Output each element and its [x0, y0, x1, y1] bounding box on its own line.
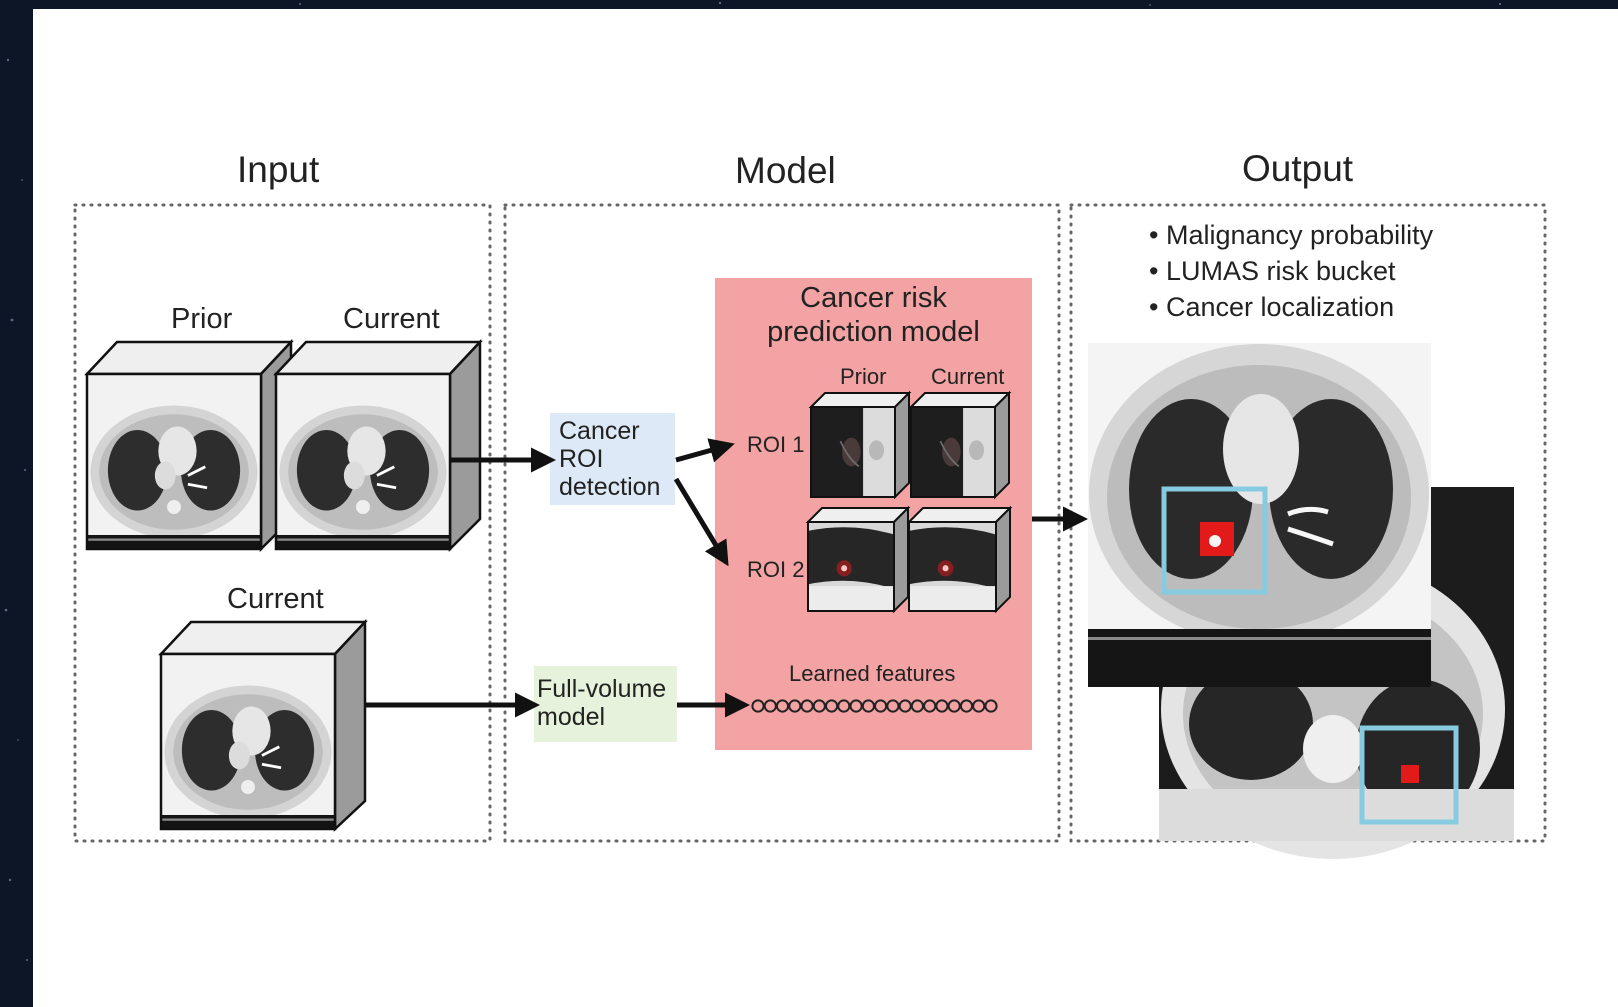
model-section-frame: [503, 203, 1061, 843]
roi-detection-label: Cancer ROI detection: [559, 417, 660, 501]
output-bullet-2: • LUMAS risk bucket: [1149, 256, 1396, 286]
learned-feature-node: [984, 699, 998, 713]
output-section-title: Output: [1242, 148, 1354, 189]
full-volume-line2: model: [537, 703, 606, 731]
full-volume-box: [534, 666, 677, 742]
roi1-label: ROI 1: [747, 432, 805, 457]
risk-model-title: Cancer risk prediction model: [715, 281, 1032, 349]
diagram-card: Input Model Output Prior Current Current…: [33, 9, 1618, 1007]
roi1-prior-cube: [808, 390, 912, 500]
arrow-roi-to-roi2: [673, 477, 729, 567]
roi2-current-cube: [906, 505, 1013, 614]
learned-feature-node: [788, 699, 802, 713]
learned-feature-node: [874, 699, 888, 713]
output-bullet-3: • Cancer localization: [1149, 292, 1395, 322]
output-ct-upper: [1088, 343, 1431, 687]
roi-detection-box: [550, 413, 675, 505]
learned-features-chain: [751, 699, 998, 713]
learned-feature-node: [972, 699, 986, 713]
input-section-frame: [73, 203, 492, 843]
learned-feature-node: [886, 699, 900, 713]
roi-detection-line3: detection: [559, 473, 661, 501]
roi-current-label: Current: [931, 364, 1005, 389]
full-volume-line1: Full-volume: [537, 675, 667, 703]
output-bullet-list: • Malignancy probability • LUMAS risk bu…: [1149, 217, 1433, 325]
output-bullet-2-text: LUMAS risk bucket: [1165, 256, 1396, 286]
output-bullet-3-text: Cancer localization: [1165, 292, 1395, 322]
roi-detection-line2: ROI: [559, 445, 604, 473]
learned-feature-node: [751, 699, 765, 713]
pipeline-diagram: [73, 203, 1547, 859]
full-volume-label: Full-volume model: [537, 675, 666, 731]
lower-lesion-marker: [1401, 765, 1419, 783]
learned-feature-node: [935, 699, 949, 713]
arrow-roi-to-roi1: [675, 438, 735, 463]
current-single-ct-cube: [158, 618, 368, 832]
roi-detection-line1: Cancer: [559, 417, 640, 445]
output-bullet-1: • Malignancy probability: [1149, 220, 1434, 250]
prior-label: Prior: [171, 303, 233, 335]
learned-feature-node: [910, 699, 925, 713]
roi1-current-cube: [908, 390, 1012, 500]
output-bullet-1-text: Malignancy probability: [1165, 220, 1434, 250]
learned-feature-node: [812, 699, 826, 713]
current-single-label: Current: [227, 583, 324, 615]
current-ct-cube: [273, 338, 483, 553]
risk-model-title-line2: prediction model: [767, 316, 980, 348]
roi-prior-label: Prior: [840, 364, 887, 389]
model-section-title: Model: [735, 150, 836, 191]
upper-localization-box: [1161, 486, 1268, 595]
learned-feature-node: [849, 699, 863, 713]
risk-model-title-line1: Cancer risk: [800, 282, 947, 314]
output-section-frame: [1069, 203, 1547, 843]
learned-feature-node: [775, 699, 790, 713]
learned-features-label: Learned features: [789, 661, 956, 686]
learned-feature-node: [947, 699, 961, 713]
current-label: Current: [343, 303, 440, 335]
lower-localization-box: [1359, 725, 1459, 825]
roi2-label: ROI 2: [747, 557, 805, 582]
input-section-title: Input: [237, 149, 320, 190]
prior-ct-cube: [84, 338, 294, 553]
learned-feature-node: [837, 699, 851, 713]
roi2-prior-cube: [805, 505, 911, 614]
